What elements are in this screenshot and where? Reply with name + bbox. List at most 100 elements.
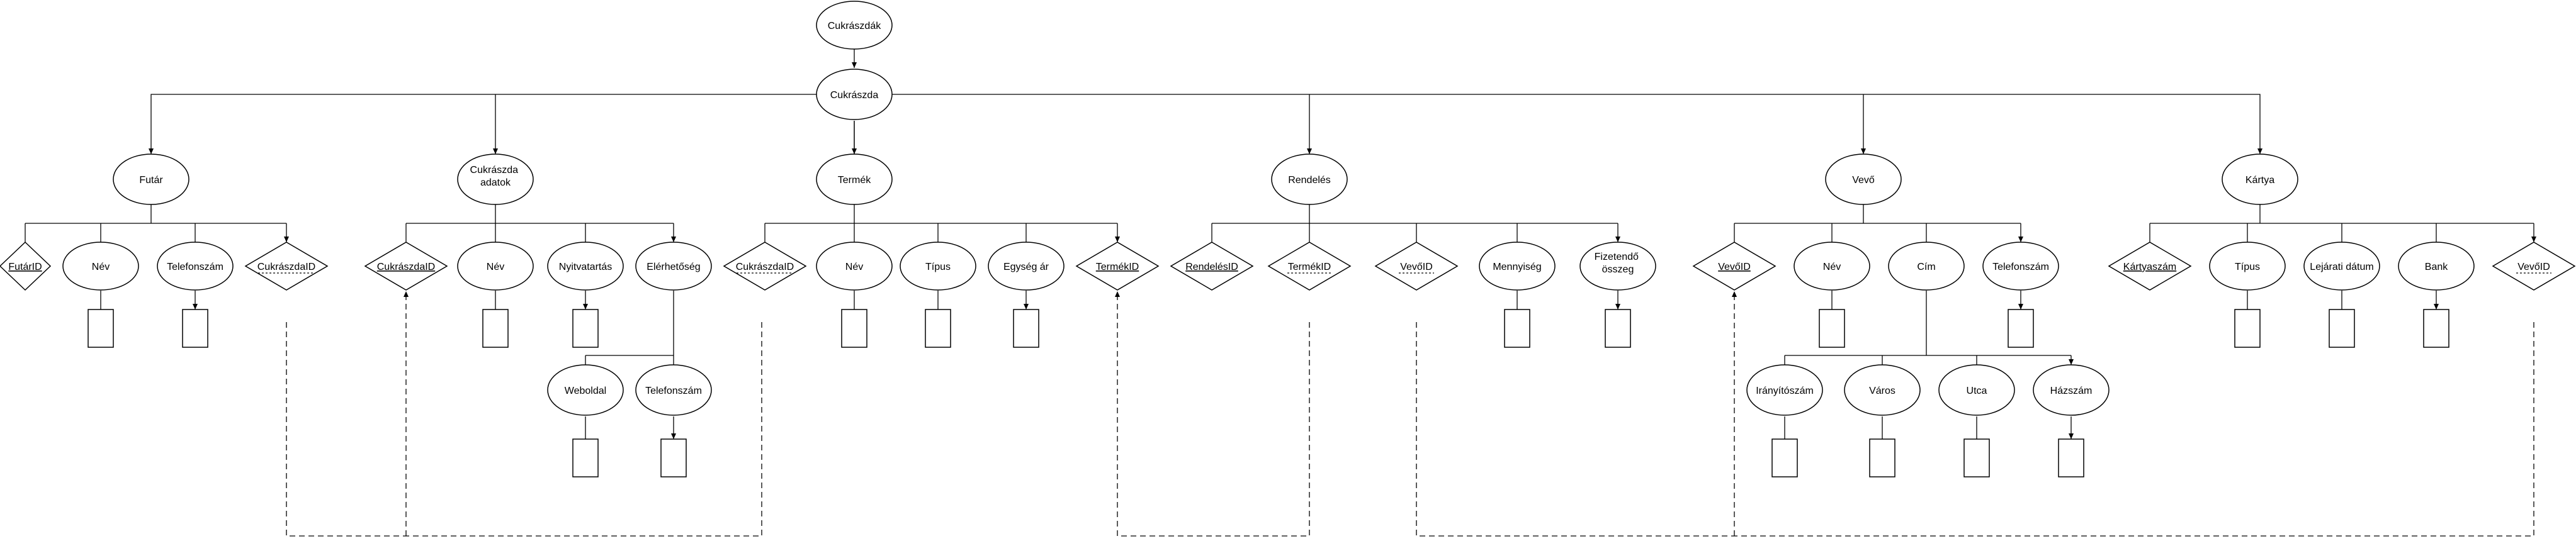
attribute-kartya-tipus: Típus: [2209, 242, 2286, 291]
attribute-rendeles-vevoid: VevőID: [1374, 242, 1459, 291]
attribute-label: Név: [845, 262, 863, 272]
attribute-termek-cukraszdaid: CukrászdaID: [723, 242, 807, 291]
primary-key-label: VevőID: [1718, 262, 1751, 272]
attribute-label: Fizetendő összeg: [1595, 252, 1642, 275]
hierarchy-connectors: [25, 49, 2534, 439]
attribute-label: Típus: [925, 262, 951, 272]
cim-drops: [1784, 355, 2071, 365]
cim-bus: [1785, 291, 2071, 356]
attribute-vevoid-primary: VevőID: [1692, 242, 1777, 291]
attribute-futar-telefonszam: Telefonszám: [157, 242, 234, 291]
elerhetoseg-drops: [585, 355, 674, 439]
sub-attribute-label: Utca: [1967, 386, 1987, 396]
value-box: [660, 438, 687, 477]
attribute-futar-nev: Név: [62, 242, 139, 291]
entity-vevo: Vevő: [1825, 153, 1902, 205]
value-box: [482, 309, 509, 348]
fk-link-termek-cukraszda: [406, 322, 762, 537]
value-box: [1963, 438, 1990, 477]
attribute-fizetendo-osszeg: Fizetendő összeg: [1579, 242, 1656, 291]
value-box: [1605, 309, 1631, 348]
attribute-vevo-telefonszam: Telefonszám: [1982, 242, 2059, 291]
edge-to-kartya: [892, 94, 2262, 154]
entity-rendeles: Rendelés: [1271, 153, 1348, 205]
attribute-termek-tipus: Típus: [900, 242, 976, 291]
attribute-futar-cukraszdaid: CukrászdaID: [244, 242, 329, 291]
attribute-iranyitoszam: Irányítószám: [1746, 364, 1823, 416]
attribute-hazszam: Házszám: [2033, 364, 2110, 416]
value-box: [182, 309, 208, 348]
attribute-label: Típus: [2235, 262, 2260, 272]
value-box: [841, 309, 867, 348]
primary-key-label: TermékID: [1096, 262, 1139, 272]
attribute-label: Név: [1823, 262, 1841, 272]
primary-key-label: RendelésID: [1185, 262, 1238, 272]
futar-attribute-drops: [25, 223, 286, 242]
entity-label: Rendelés: [1288, 175, 1331, 186]
value-box: [1771, 438, 1798, 477]
value-box: [2008, 309, 2034, 348]
kartya-value-edges: [2247, 291, 2436, 310]
cim-value-edges: [1784, 416, 2071, 439]
attribute-label: Cím: [1917, 262, 1935, 272]
partial-key-label: TermékID: [1288, 262, 1331, 272]
value-box: [1869, 438, 1895, 477]
value-box: [88, 309, 114, 348]
attribute-label: Egység ár: [1003, 262, 1049, 272]
attribute-label: Név: [92, 262, 110, 272]
attribute-vevo-nev: Név: [1794, 242, 1870, 291]
attribute-varos: Város: [1844, 364, 1921, 416]
partial-key-label: VevőID: [1400, 262, 1433, 272]
attribute-label: Telefonszám: [1992, 262, 2049, 272]
entity-cukraszda-adatok: Cukrászda adatok: [457, 153, 534, 205]
attribute-egyseg-ar: Egység ár: [988, 242, 1065, 291]
attribute-label: Bank: [2425, 262, 2448, 272]
sub-attribute-label: Irányítószám: [1756, 386, 1814, 396]
partial-key-label: CukrászdaID: [257, 262, 315, 272]
attribute-cim: Cím: [1888, 242, 1965, 291]
attribute-elerhetoseg: Elérhetőség: [635, 242, 712, 291]
value-box: [925, 309, 951, 348]
attribute-nyitvatartas: Nyitvatartás: [547, 242, 624, 291]
vevo-value-edges: [1831, 291, 2021, 310]
sub-attribute-label: Telefonszám: [645, 386, 702, 396]
attribute-rendelesid-primary: RendelésID: [1170, 242, 1254, 291]
kartya-attribute-bus: [2150, 179, 2534, 224]
cukraszda-attribute-drops: [405, 223, 674, 242]
attribute-termek-nev: Név: [816, 242, 893, 291]
value-box: [1504, 309, 1530, 348]
rendeles-value-edges: [1517, 291, 1618, 310]
attribute-kartyaszam-primary: Kártyaszám: [2108, 242, 2192, 291]
attribute-label: Nyitvatartás: [559, 262, 612, 272]
center-entity-node: Cukrászda: [816, 69, 893, 120]
attribute-cukraszdaid-primary: CukrászdaID: [364, 242, 448, 291]
attribute-elerhetoseg-telefonszam: Telefonszám: [635, 364, 712, 416]
sub-attribute-label: Házszám: [2050, 386, 2093, 396]
sub-attribute-label: Weboldal: [565, 386, 606, 396]
attribute-label: Telefonszám: [167, 262, 223, 272]
partial-key-label: CukrászdaID: [736, 262, 794, 272]
fk-link-rendeles-vevo: [1416, 322, 1734, 537]
vevo-attribute-drops: [1734, 223, 2021, 242]
value-box: [572, 309, 599, 348]
attribute-label: Név: [487, 262, 504, 272]
root-label: Cukrászdák: [828, 21, 881, 31]
entity-futar: Futár: [113, 153, 189, 205]
primary-key-label: FutárID: [8, 262, 42, 272]
attribute-cukraszda-nev: Név: [457, 242, 534, 291]
cukraszda-attribute-bus: [406, 179, 674, 224]
entity-kartya: Kártya: [2222, 153, 2298, 205]
futar-value-edges: [100, 291, 195, 310]
value-box: [1013, 309, 1039, 348]
kartya-attribute-drops: [2149, 223, 2534, 242]
entity-label: Cukrászda adatok: [470, 165, 521, 188]
attribute-kartya-vevoid: VevőID: [2492, 242, 2576, 291]
value-box: [572, 438, 599, 477]
termek-attribute-drops: [764, 223, 1117, 242]
root-node: Cukrászdák: [816, 1, 893, 50]
sub-attribute-label: Város: [1869, 386, 1895, 396]
cukraszda-value-edges: [495, 291, 585, 310]
value-box: [2234, 309, 2261, 348]
attribute-utca: Utca: [1938, 364, 2015, 416]
